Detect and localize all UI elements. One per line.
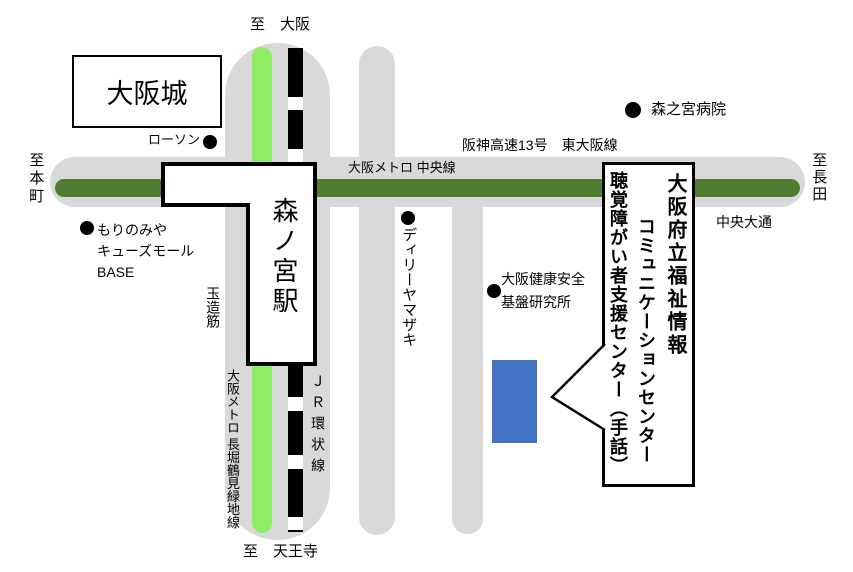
jr-tick <box>288 455 303 469</box>
health-institute-dot <box>487 284 501 298</box>
callout-line-1: 大阪府立福祉情報 <box>664 173 686 357</box>
osaka-castle-label: 大阪城 <box>106 79 188 109</box>
health-institute-line-1: 大阪健康安全 <box>501 271 585 287</box>
morinomiya-hospital-label: 森之宮病院 <box>651 101 727 118</box>
qs-mall-line-3: BASE <box>97 264 135 280</box>
chuo-odori-label: 中央大通 <box>716 214 772 230</box>
center-callout-text: 大阪府立福祉情報 コミュニケーションセンター 聴覚障がい者支援センター（手話） <box>604 167 690 482</box>
jr-tick <box>288 149 303 162</box>
callout-line-3: 聴覚障がい者支援センター（手話） <box>608 171 628 475</box>
metro-nagahori-line-label: 大阪メトロ 長堀鶴見緑地線 <box>224 369 240 529</box>
qs-mall-dot <box>80 221 94 235</box>
metro-chuo-line-label: 大阪メトロ 中央線 <box>348 160 456 175</box>
metro-nagahori-line-strip-north <box>252 47 272 162</box>
jr-loop-line-label: ＪＲ環状線 <box>310 374 327 479</box>
health-institute-line-2: 基盤研究所 <box>501 294 571 310</box>
center-building-marker <box>492 360 537 443</box>
jr-tick <box>288 397 303 411</box>
center-callout: 大阪府立福祉情報 コミュニケーションセンター 聴覚障がい者支援センター（手話） <box>602 162 695 487</box>
hanshin-expressway-label: 阪神高速13号 東大阪線 <box>462 137 618 153</box>
qs-mall-line-1: もりのみや <box>97 222 167 238</box>
qs-mall-line-2: キューズモール <box>97 243 195 259</box>
qs-mall-label: もりのみや キューズモール BASE <box>97 220 194 283</box>
to-nagata-label: 至長田 <box>810 152 828 203</box>
jr-loop-line-strip-south <box>288 366 303 532</box>
road-vertical-mid <box>359 46 395 535</box>
daily-yamazaki-label: ディリーヤマザキ <box>400 227 418 347</box>
tamatsukuri-suji-label: 玉造筋 <box>205 286 222 328</box>
lawson-label: ローソン <box>148 132 201 147</box>
morinomiya-hospital-dot <box>625 102 641 118</box>
station-name-label: 森ノ宮駅 <box>269 197 299 317</box>
to-hommachi-label: 至本町 <box>27 152 45 206</box>
callout-line-2: コミュニケーションセンター <box>636 217 656 464</box>
jr-tick <box>288 97 303 110</box>
daily-yamazaki-dot <box>401 211 415 225</box>
osaka-castle-box: 大阪城 <box>72 55 222 128</box>
to-tennoji-label: 至 天王寺 <box>243 543 319 560</box>
jr-tick <box>288 517 303 530</box>
metro-nagahori-line-strip-south <box>252 366 272 533</box>
lawson-dot <box>203 135 217 149</box>
to-osaka-label: 至 大阪 <box>250 16 311 33</box>
health-institute-label: 大阪健康安全 基盤研究所 <box>501 268 585 314</box>
road-vertical-east <box>452 204 483 534</box>
